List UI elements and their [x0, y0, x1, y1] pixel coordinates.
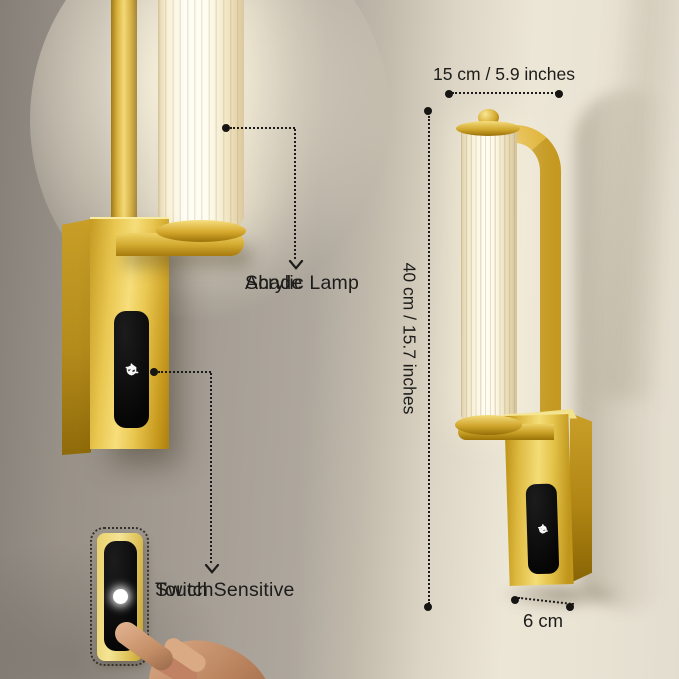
brightness-up-icon: + — [125, 359, 138, 380]
shade-callout-line-h — [230, 127, 295, 129]
power-button-lit — [113, 588, 128, 604]
brightness-down-icon: − — [125, 359, 138, 380]
height-dimension-label: 40 cm / 15.7 inches — [399, 262, 420, 415]
arrow-down-icon — [204, 564, 220, 574]
shade-bottom-cap-full — [455, 415, 522, 435]
touch-panel-closeup: + − — [114, 311, 149, 428]
acrylic-shade-full — [461, 129, 517, 426]
power-icon — [538, 524, 547, 534]
touch-panel-full: + − — [525, 483, 560, 575]
width-dimension-label: 15 cm / 5.9 inches — [432, 64, 576, 84]
power-icon — [126, 363, 137, 376]
arrow-down-icon — [288, 260, 304, 270]
height-dimension-line — [428, 116, 430, 604]
dimension-endpoint-dot — [424, 107, 432, 115]
shade-callout-line1: Acrylic Lamp — [245, 272, 360, 294]
dimension-endpoint-dot — [445, 90, 453, 98]
shade-callout-line-v — [294, 129, 296, 259]
shade-callout-line2: Shade — [245, 272, 303, 294]
width-dimension-line — [452, 92, 557, 94]
mount-box-front: + − — [504, 412, 574, 586]
switch-callout-line-v — [210, 373, 212, 563]
switch-callout-line1: Touch Sensitive — [155, 579, 295, 601]
switch-callout-line-h — [158, 371, 211, 373]
dimension-endpoint-dot — [424, 603, 432, 611]
dimension-endpoint-dot — [566, 603, 574, 611]
touch-panel-inset: + − — [104, 541, 137, 651]
mount-box-side — [570, 413, 592, 583]
depth-dimension-label: 6 cm — [522, 610, 564, 631]
shade-bottom-cap-closeup — [156, 220, 246, 242]
acrylic-shade-closeup — [158, 0, 244, 236]
switch-callout-line2: Switch — [155, 579, 214, 601]
wall-plate-side-closeup — [62, 219, 91, 455]
shade-callout-dot — [222, 124, 230, 132]
shade-top-cap — [456, 121, 520, 136]
lamp-cast-shadow — [575, 90, 679, 610]
dimension-endpoint-dot — [555, 90, 563, 98]
dimension-endpoint-dot — [511, 596, 519, 604]
switch-callout-dot — [150, 368, 158, 376]
lamp-arm-closeup — [111, 0, 137, 224]
